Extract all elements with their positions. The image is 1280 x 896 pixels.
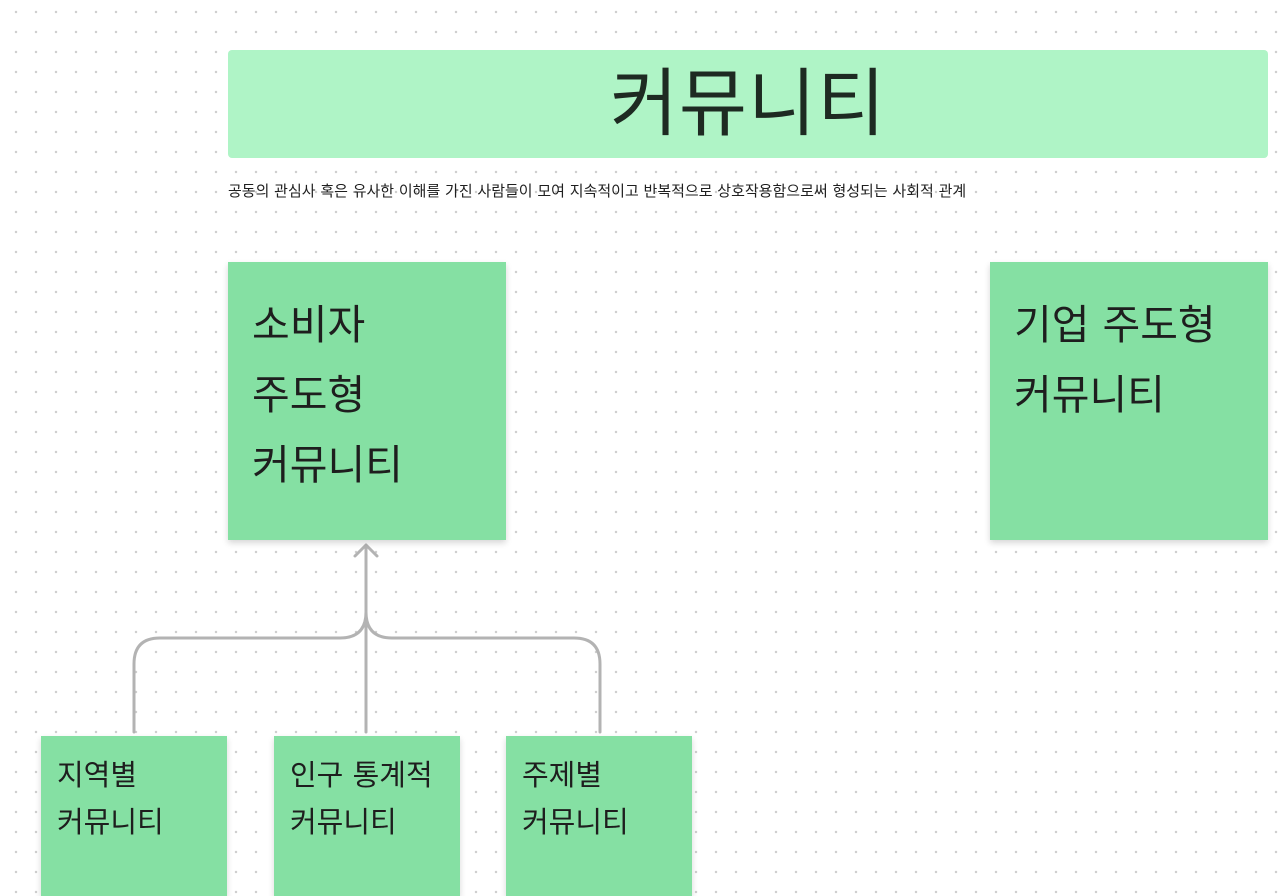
sticky-consumer-led-community[interactable]: 소비자 주도형 커뮤니티	[228, 262, 506, 540]
sticky-regional-community[interactable]: 지역별 커뮤니티	[41, 736, 227, 896]
sticky-label: 소비자 주도형 커뮤니티	[252, 301, 403, 489]
sticky-label: 인구 통계적 커뮤니티	[290, 758, 433, 839]
sticky-label: 주제별 커뮤니티	[522, 758, 629, 839]
sticky-label: 지역별 커뮤니티	[57, 758, 164, 839]
connector-topic	[364, 610, 602, 734]
title-banner[interactable]: 커뮤니티	[228, 50, 1268, 158]
sticky-demographic-community[interactable]: 인구 통계적 커뮤니티	[274, 736, 460, 896]
arrowhead-icon	[353, 543, 379, 558]
definition-text[interactable]: 공동의 관심사 혹은 유사한 이해를 가진 사람들이 모여 지속적이고 반복적으…	[228, 182, 967, 200]
sticky-label: 기업 주도형 커뮤니티	[1014, 301, 1216, 419]
diagram-title: 커뮤니티	[609, 61, 887, 147]
sticky-topic-community[interactable]: 주제별 커뮤니티	[506, 736, 692, 896]
sticky-corporate-led-community[interactable]: 기업 주도형 커뮤니티	[990, 262, 1268, 540]
connector-regional	[132, 610, 368, 734]
